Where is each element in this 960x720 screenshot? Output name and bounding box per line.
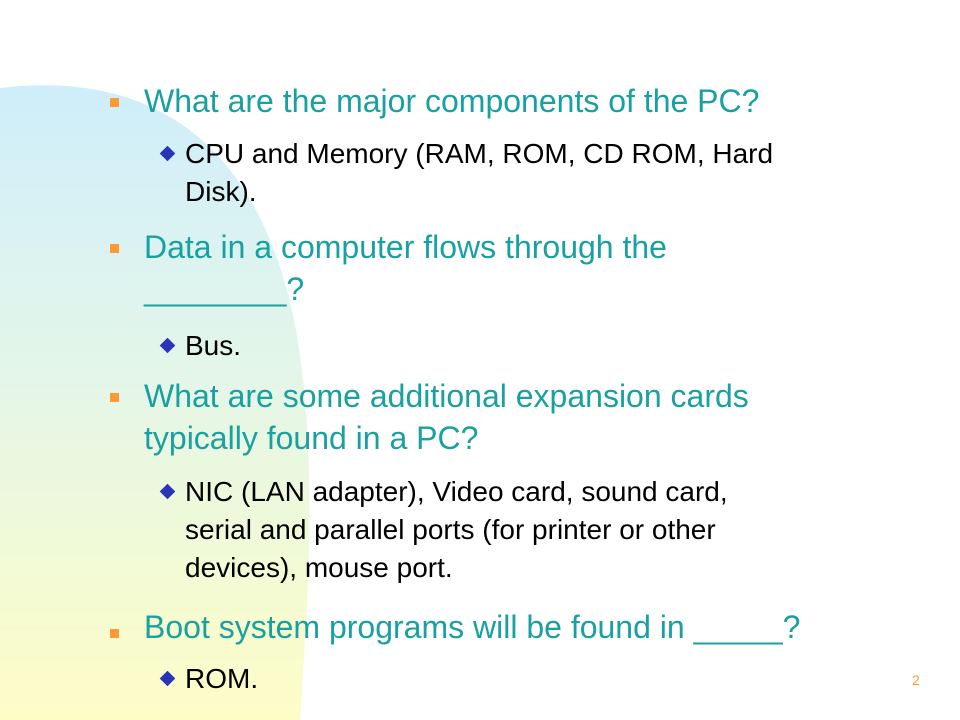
answer-2-line-1: Bus. bbox=[185, 330, 242, 361]
answer-1-line-2: Disk). bbox=[185, 176, 257, 207]
question-bullet bbox=[110, 244, 119, 253]
question-1: What are the major components of the PC? bbox=[144, 80, 904, 122]
question-3-line-1: What are some additional expansion cards bbox=[144, 378, 749, 414]
question-3: What are some additional expansion cards… bbox=[144, 375, 904, 459]
page-number: 2 bbox=[912, 672, 920, 688]
question-4-line-1: Boot system programs will be found in __… bbox=[144, 609, 801, 645]
answer-1-line-1: CPU and Memory (RAM, ROM, CD ROM, Hard bbox=[185, 138, 774, 169]
answer-3-line-3: devices), mouse port. bbox=[185, 552, 453, 583]
question-bullet bbox=[110, 629, 119, 638]
answer-1: CPU and Memory (RAM, ROM, CD ROM, Hard D… bbox=[185, 135, 905, 211]
answer-4-line-1: ROM. bbox=[185, 663, 259, 694]
answer-3-line-1: NIC (LAN adapter), Video card, sound car… bbox=[185, 476, 728, 507]
question-bullet bbox=[110, 98, 119, 107]
question-4: Boot system programs will be found in __… bbox=[144, 606, 904, 648]
question-2-line-2: ________? bbox=[144, 271, 305, 307]
answer-2: Bus. bbox=[185, 327, 905, 365]
answer-3-line-2: serial and parallel ports (for printer o… bbox=[185, 514, 716, 545]
question-1-line-1: What are the major components of the PC? bbox=[144, 83, 760, 119]
question-2-line-1: Data in a computer flows through the bbox=[144, 229, 667, 265]
question-bullet bbox=[110, 393, 119, 402]
answer-3: NIC (LAN adapter), Video card, sound car… bbox=[185, 473, 905, 587]
answer-4: ROM. bbox=[185, 660, 905, 698]
question-2: Data in a computer flows through the ___… bbox=[144, 226, 904, 310]
question-3-line-2: typically found in a PC? bbox=[144, 420, 479, 456]
